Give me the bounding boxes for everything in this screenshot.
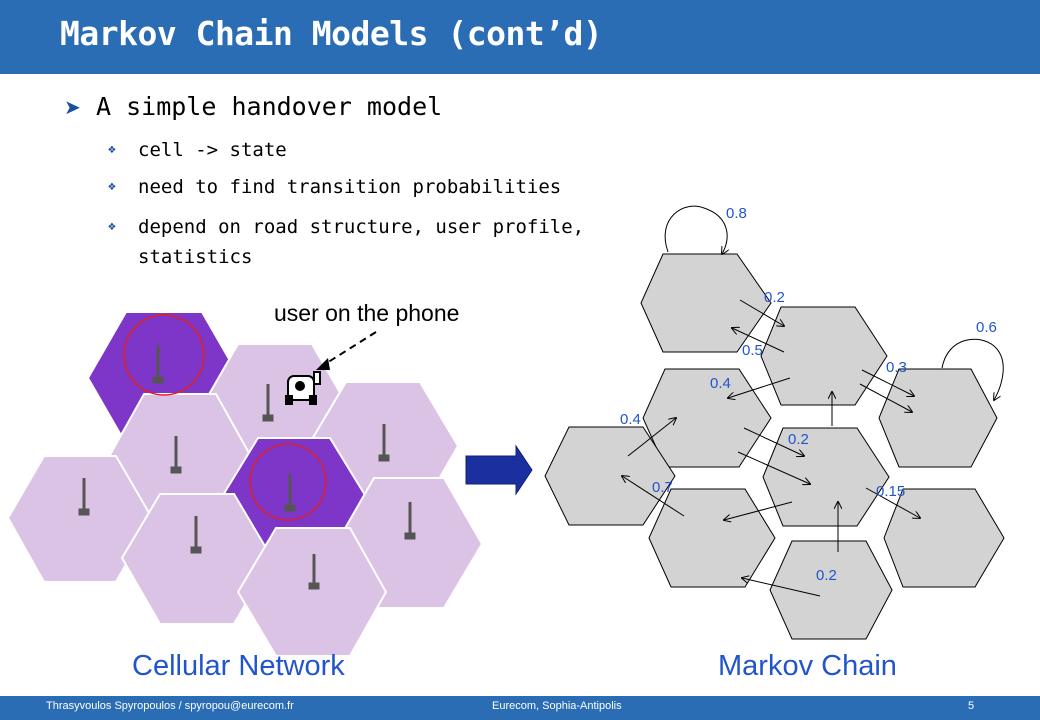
sub-bullet-text: depend on road structure, user profile, xyxy=(138,216,585,238)
caption-cellular-network: Cellular Network xyxy=(132,650,345,682)
state-node xyxy=(883,488,1005,588)
probability-label: 0.8 xyxy=(726,205,747,222)
footer-bar: Thrasyvoulos Spyropoulos / spyropou@eure… xyxy=(0,696,1040,720)
cell xyxy=(120,493,274,625)
transition-arrow xyxy=(859,383,912,412)
sub-bullet: ❖ need to find transition probabilities xyxy=(108,172,561,202)
state-node xyxy=(762,427,890,527)
antenna-icon xyxy=(170,436,182,474)
probability-label: 0.3 xyxy=(886,359,907,376)
slide-title: Markov Chain Models (cont’d) xyxy=(60,14,603,53)
transition-arrow xyxy=(742,578,821,597)
antenna-icon xyxy=(308,554,320,590)
antenna-icon xyxy=(262,384,274,422)
state-node xyxy=(760,306,888,406)
probability-label: 0.4 xyxy=(710,375,731,392)
probability-label: 0.6 xyxy=(976,319,997,336)
antenna-icon xyxy=(404,502,416,540)
transition-arrow xyxy=(861,369,914,396)
antenna-icon xyxy=(152,345,164,384)
probability-label: 0.7 xyxy=(652,479,673,496)
transition-arrow xyxy=(732,328,785,353)
probability-label: 0.4 xyxy=(620,411,641,428)
probability-label: 0.2 xyxy=(788,431,809,448)
state-node xyxy=(878,368,998,468)
sub-bullet-text: need to find transition probabilities xyxy=(138,176,562,198)
coverage-circle xyxy=(123,314,205,396)
transition-arrow xyxy=(622,476,685,517)
transition-arrow xyxy=(865,487,920,518)
coverage-circle xyxy=(249,443,327,521)
diamond-bullet-icon: ❖ xyxy=(108,219,116,234)
transition-arrow xyxy=(627,418,676,457)
cell xyxy=(6,455,154,583)
sub-bullet-text-continued: statistics xyxy=(138,246,253,268)
self-loop-arrow xyxy=(941,338,1004,400)
diamond-bullet-icon: ❖ xyxy=(108,179,116,194)
transition-arrow xyxy=(728,377,791,398)
state-node xyxy=(544,426,676,526)
footer-institution: Eurecom, Sophia-Antipolis xyxy=(492,700,622,712)
cell xyxy=(236,527,388,657)
main-bullet: ➤ A simple handover model xyxy=(64,92,442,121)
bullet-arrow-icon: ➤ xyxy=(64,94,81,119)
antenna-icon xyxy=(190,516,202,554)
page-number: 5 xyxy=(968,700,975,712)
main-bullet-text: A simple handover model xyxy=(96,92,443,121)
probability-label: 0.2 xyxy=(764,289,785,306)
sub-bullet: ❖ cell -> state xyxy=(108,135,287,165)
antenna-icon xyxy=(78,478,90,516)
probability-label: 0.5 xyxy=(742,342,763,359)
callout-arrowhead xyxy=(316,358,330,370)
right-arrow-icon xyxy=(465,444,533,496)
state-node xyxy=(642,368,772,468)
self-loop-arrow xyxy=(664,205,727,254)
title-bar: Markov Chain Models (cont’d) xyxy=(0,0,1040,74)
sub-bullet-text: cell -> state xyxy=(138,139,287,161)
state-node xyxy=(648,488,776,588)
transition-arrow xyxy=(737,451,810,484)
state-node xyxy=(769,540,893,640)
transition-arrow xyxy=(724,501,793,520)
callout-label: user on the phone xyxy=(274,300,460,326)
caption-markov-chain: Markov Chain xyxy=(718,650,897,682)
antenna-icon xyxy=(284,474,296,512)
transition-arrow xyxy=(739,299,784,326)
callout-arrow xyxy=(321,331,377,367)
sub-bullet: ❖ depend on road structure, user profile… xyxy=(108,212,584,272)
footer-author: Thrasyvoulos Spyropoulos / spyropou@eure… xyxy=(46,700,294,712)
diamond-bullet-icon: ❖ xyxy=(108,142,116,157)
probability-label: 0.15 xyxy=(876,483,905,500)
probability-label: 0.2 xyxy=(816,567,837,584)
transition-arrow xyxy=(743,427,804,456)
antenna-icon xyxy=(378,424,390,462)
car-icon xyxy=(285,371,321,405)
